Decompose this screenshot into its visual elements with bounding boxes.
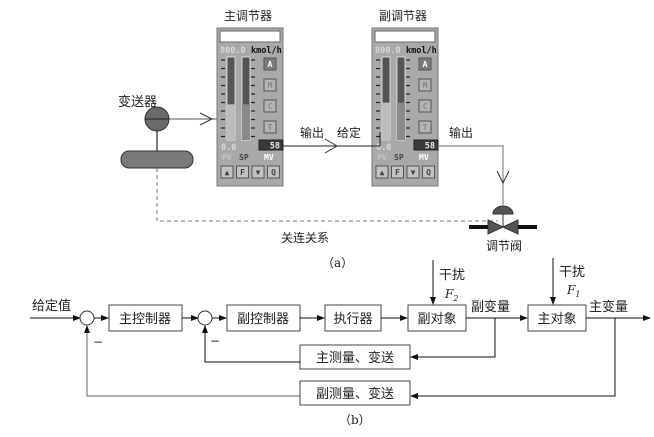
caption-b: （b）	[339, 413, 371, 427]
inner-feedback-line-in	[410, 318, 496, 360]
mv-label: MV	[419, 153, 429, 162]
outer-feedback-line-in	[410, 318, 616, 399]
inner-minus-sign: −	[210, 334, 220, 348]
mv-value: 58	[270, 142, 280, 152]
control-valve-icon	[469, 205, 537, 235]
mode-button-label: M	[423, 81, 428, 90]
relation-dashed-line	[156, 168, 498, 222]
primary-object-block	[527, 304, 587, 332]
pv-label: PV	[377, 153, 387, 162]
tag-display[interactable]	[219, 30, 281, 43]
primary-object-block-label: 主对象	[537, 312, 576, 327]
secondary-object-block-label: 副对象	[417, 312, 456, 327]
sp-label: SP	[239, 153, 249, 162]
up-button[interactable]	[375, 165, 389, 179]
mv-display	[413, 139, 439, 151]
q-button-label: Q	[426, 168, 431, 177]
setpoint-label-a: 给定	[337, 125, 361, 140]
mv-display	[258, 139, 284, 151]
mode-button-m[interactable]	[418, 78, 432, 92]
mode-button-t[interactable]	[418, 120, 432, 134]
outer-feedback-line-out	[84, 325, 300, 397]
output-label-1: 输出	[300, 125, 324, 140]
down-button-label: ▼	[256, 168, 261, 177]
tag-display[interactable]	[374, 30, 436, 43]
signal-line-secondary-output	[438, 145, 504, 205]
mode-button-t[interactable]	[263, 120, 277, 134]
controller-title: 副调节器	[379, 9, 427, 23]
pv-bar-fill	[227, 104, 235, 140]
mode-button-label: T	[268, 123, 273, 132]
disturbance-f2-symbol: F2	[444, 287, 458, 303]
f-button-label: F	[240, 168, 245, 177]
up-button-label: ▲	[380, 168, 385, 177]
summing-junction-inner	[197, 310, 213, 326]
output-label-2: 输出	[449, 125, 473, 140]
f-button-label: F	[395, 168, 400, 177]
mode-button-c[interactable]	[263, 99, 277, 113]
mode-button-m[interactable]	[263, 78, 277, 92]
disturbance-f1-label: 干扰	[559, 265, 585, 280]
valve-label: 调节阀	[486, 239, 522, 253]
mode-button-label: A	[268, 60, 273, 69]
mode-button-a[interactable]	[418, 57, 432, 71]
mode-button-label: T	[423, 123, 428, 132]
range-max-label: 800.0	[375, 46, 401, 56]
mv-label: MV	[264, 153, 274, 162]
mv-value: 58	[425, 142, 435, 152]
transmitter-label: 变送器	[118, 94, 157, 110]
inner-feedback-line-out	[202, 325, 300, 363]
primary-variable-label: 主变量	[589, 299, 628, 315]
actuator-block-label: 执行器	[333, 312, 372, 327]
mode-button-label: M	[268, 81, 273, 90]
q-button[interactable]	[422, 165, 435, 179]
sp-label: SP	[394, 153, 404, 162]
mode-button-a[interactable]	[263, 57, 277, 71]
q-button-label: Q	[271, 168, 276, 177]
range-min-label: 0.0	[221, 143, 236, 153]
secondary-variable-label: 副变量	[471, 299, 510, 315]
pv-bar-fill	[382, 102, 390, 140]
controller-title: 主调节器	[224, 9, 272, 23]
disturbance-f2-label: 干扰	[439, 268, 465, 283]
f-button[interactable]	[391, 165, 404, 179]
inner-feedback-block-label: 主测量、变送	[316, 350, 394, 366]
up-button[interactable]	[220, 165, 234, 179]
down-button[interactable]	[406, 165, 420, 179]
summing-junction-outer	[79, 310, 95, 326]
mode-button-label: C	[423, 102, 428, 111]
disturbance-f1-symbol: F1	[566, 283, 580, 299]
primary-controller-block-label: 主控制器	[119, 312, 171, 327]
outer-feedback-block-label: 副测量、变送	[316, 386, 394, 402]
process-pipe-icon	[120, 150, 194, 169]
range-min-label: 0.0	[376, 143, 391, 153]
outer-minus-sign: −	[93, 335, 103, 349]
setpoint-value-label: 给定值	[32, 298, 71, 314]
q-button[interactable]	[267, 165, 280, 179]
f-button[interactable]	[236, 165, 249, 179]
mode-button-c[interactable]	[418, 99, 432, 113]
primary-controller-block	[108, 304, 183, 332]
secondary-controller-block-label: 副控制器	[237, 312, 289, 327]
up-button-label: ▲	[225, 168, 230, 177]
mode-button-label: A	[423, 60, 428, 69]
inner-feedback-block	[299, 344, 411, 370]
mode-button-label: C	[268, 102, 273, 111]
unit-label: kmol/h	[251, 46, 282, 56]
sp-bar-fill	[242, 104, 250, 140]
secondary-controller-block	[226, 304, 301, 332]
down-button-label: ▼	[411, 168, 416, 177]
down-button[interactable]	[251, 165, 265, 179]
secondary-object-block	[407, 304, 467, 332]
range-max-label: 800.0	[220, 46, 246, 56]
sp-bar-fill	[397, 102, 405, 140]
caption-a: （a）	[322, 256, 353, 270]
relation-label: 关连关系	[281, 230, 329, 245]
pv-label: PV	[222, 153, 232, 162]
unit-label: kmol/h	[406, 46, 437, 56]
